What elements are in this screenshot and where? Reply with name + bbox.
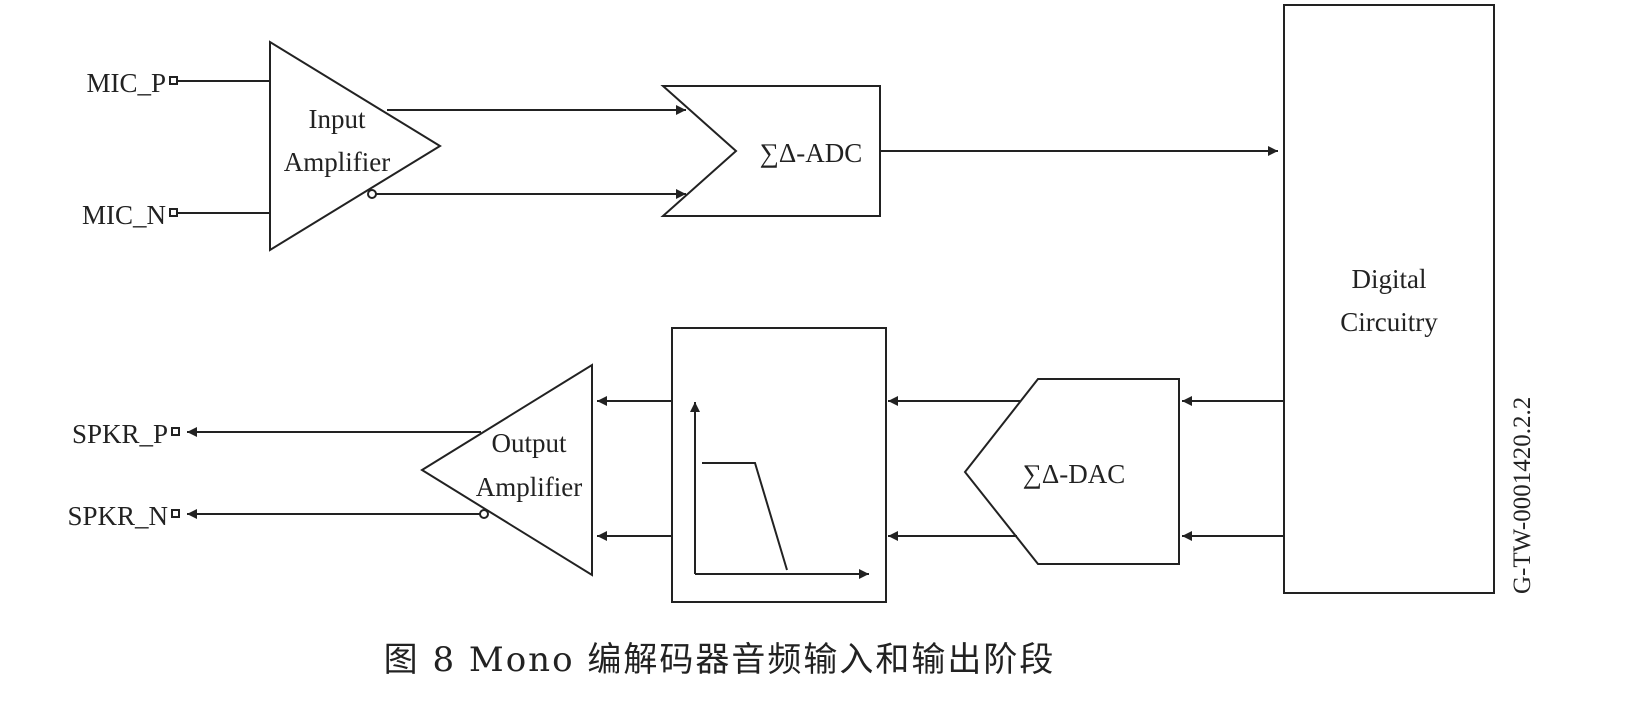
adc-block <box>660 85 881 217</box>
mic-p-pin <box>169 76 178 85</box>
filter-response-curve <box>702 462 788 571</box>
spkr-n-pin <box>171 509 180 518</box>
input-amp-label-line2: Amplifier <box>284 147 390 177</box>
mic-n-label: MIC_N <box>82 200 166 230</box>
dac-label: ∑Δ-DAC <box>1023 459 1126 489</box>
output-amplifier <box>420 363 593 577</box>
spkr-n-label: SPKR_N <box>67 501 168 531</box>
input-amp-inverting-bubble <box>367 189 377 199</box>
digital-label-line1: Digital <box>1352 264 1427 294</box>
input-amplifier <box>269 40 442 252</box>
dac-block <box>963 378 1180 565</box>
lowpass-filter-block <box>671 327 887 603</box>
figure-caption: 图 8 Mono 编解码器音频输入和输出阶段 <box>383 640 1056 680</box>
figure-id-label: G-TW-0001420.2.2 <box>1509 397 1536 594</box>
input-amp-label-line1: Input <box>309 104 366 134</box>
mic-n-pin <box>169 208 178 217</box>
output-amp-label-line1: Output <box>491 428 567 458</box>
digital-circuitry-block <box>1283 4 1495 594</box>
output-amp-inverting-bubble <box>479 509 489 519</box>
adc-label: ∑Δ-ADC <box>760 138 863 168</box>
spkr-p-label: SPKR_P <box>72 419 168 449</box>
spkr-p-pin <box>171 427 180 436</box>
digital-label-line2: Circuitry <box>1340 307 1438 337</box>
mic-p-label: MIC_P <box>86 68 166 98</box>
output-amp-label-line2: Amplifier <box>476 472 582 502</box>
